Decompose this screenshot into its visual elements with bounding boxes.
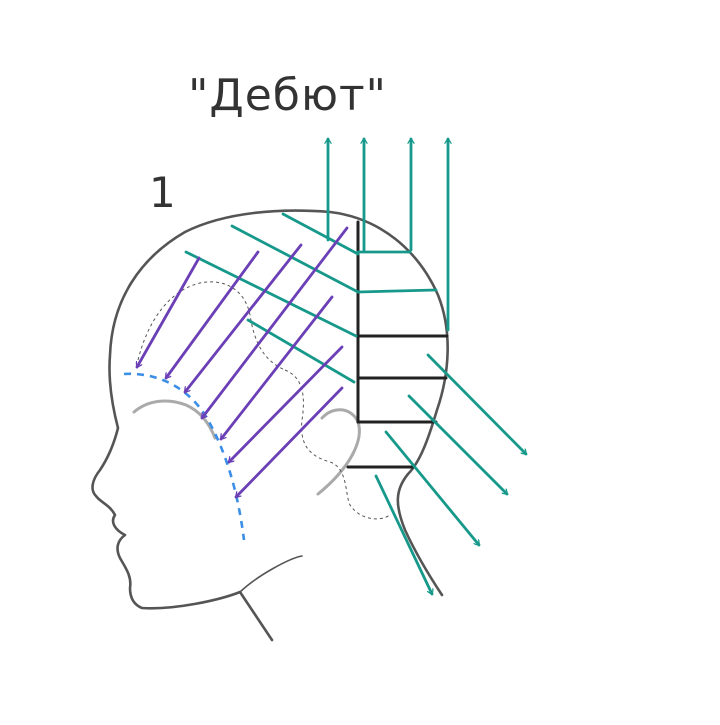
arrow-icon xyxy=(183,243,303,394)
section-guide-front xyxy=(137,281,286,371)
arrow-icon xyxy=(219,295,334,441)
teal-line-4 xyxy=(246,318,356,384)
arrow-icon xyxy=(384,430,481,547)
arrow-icon xyxy=(407,394,509,496)
teal-arrows xyxy=(328,137,528,596)
arrow-icon xyxy=(234,386,344,499)
teal-line-1 xyxy=(281,212,360,256)
arrow-icon xyxy=(227,345,344,464)
back-ear xyxy=(316,408,361,496)
step-number: 1 xyxy=(149,168,176,217)
teal-line-3 xyxy=(184,250,358,338)
perimeter-line xyxy=(123,372,246,541)
arrow-icon xyxy=(135,256,201,369)
teal-line-6 xyxy=(356,288,438,294)
arrow-icon xyxy=(426,353,528,456)
jaw-line xyxy=(239,555,303,593)
purple-arrows xyxy=(135,226,349,499)
teal-line-2 xyxy=(230,224,360,294)
arrow-icon xyxy=(374,474,432,596)
parting-lines xyxy=(346,220,449,469)
diagram-title: "Дебют" xyxy=(188,70,387,121)
arrow-icon xyxy=(164,250,260,380)
head-outline xyxy=(91,209,449,642)
arrow-icon xyxy=(200,226,349,420)
front-ear xyxy=(132,399,217,440)
teal-section-lines xyxy=(184,212,438,384)
